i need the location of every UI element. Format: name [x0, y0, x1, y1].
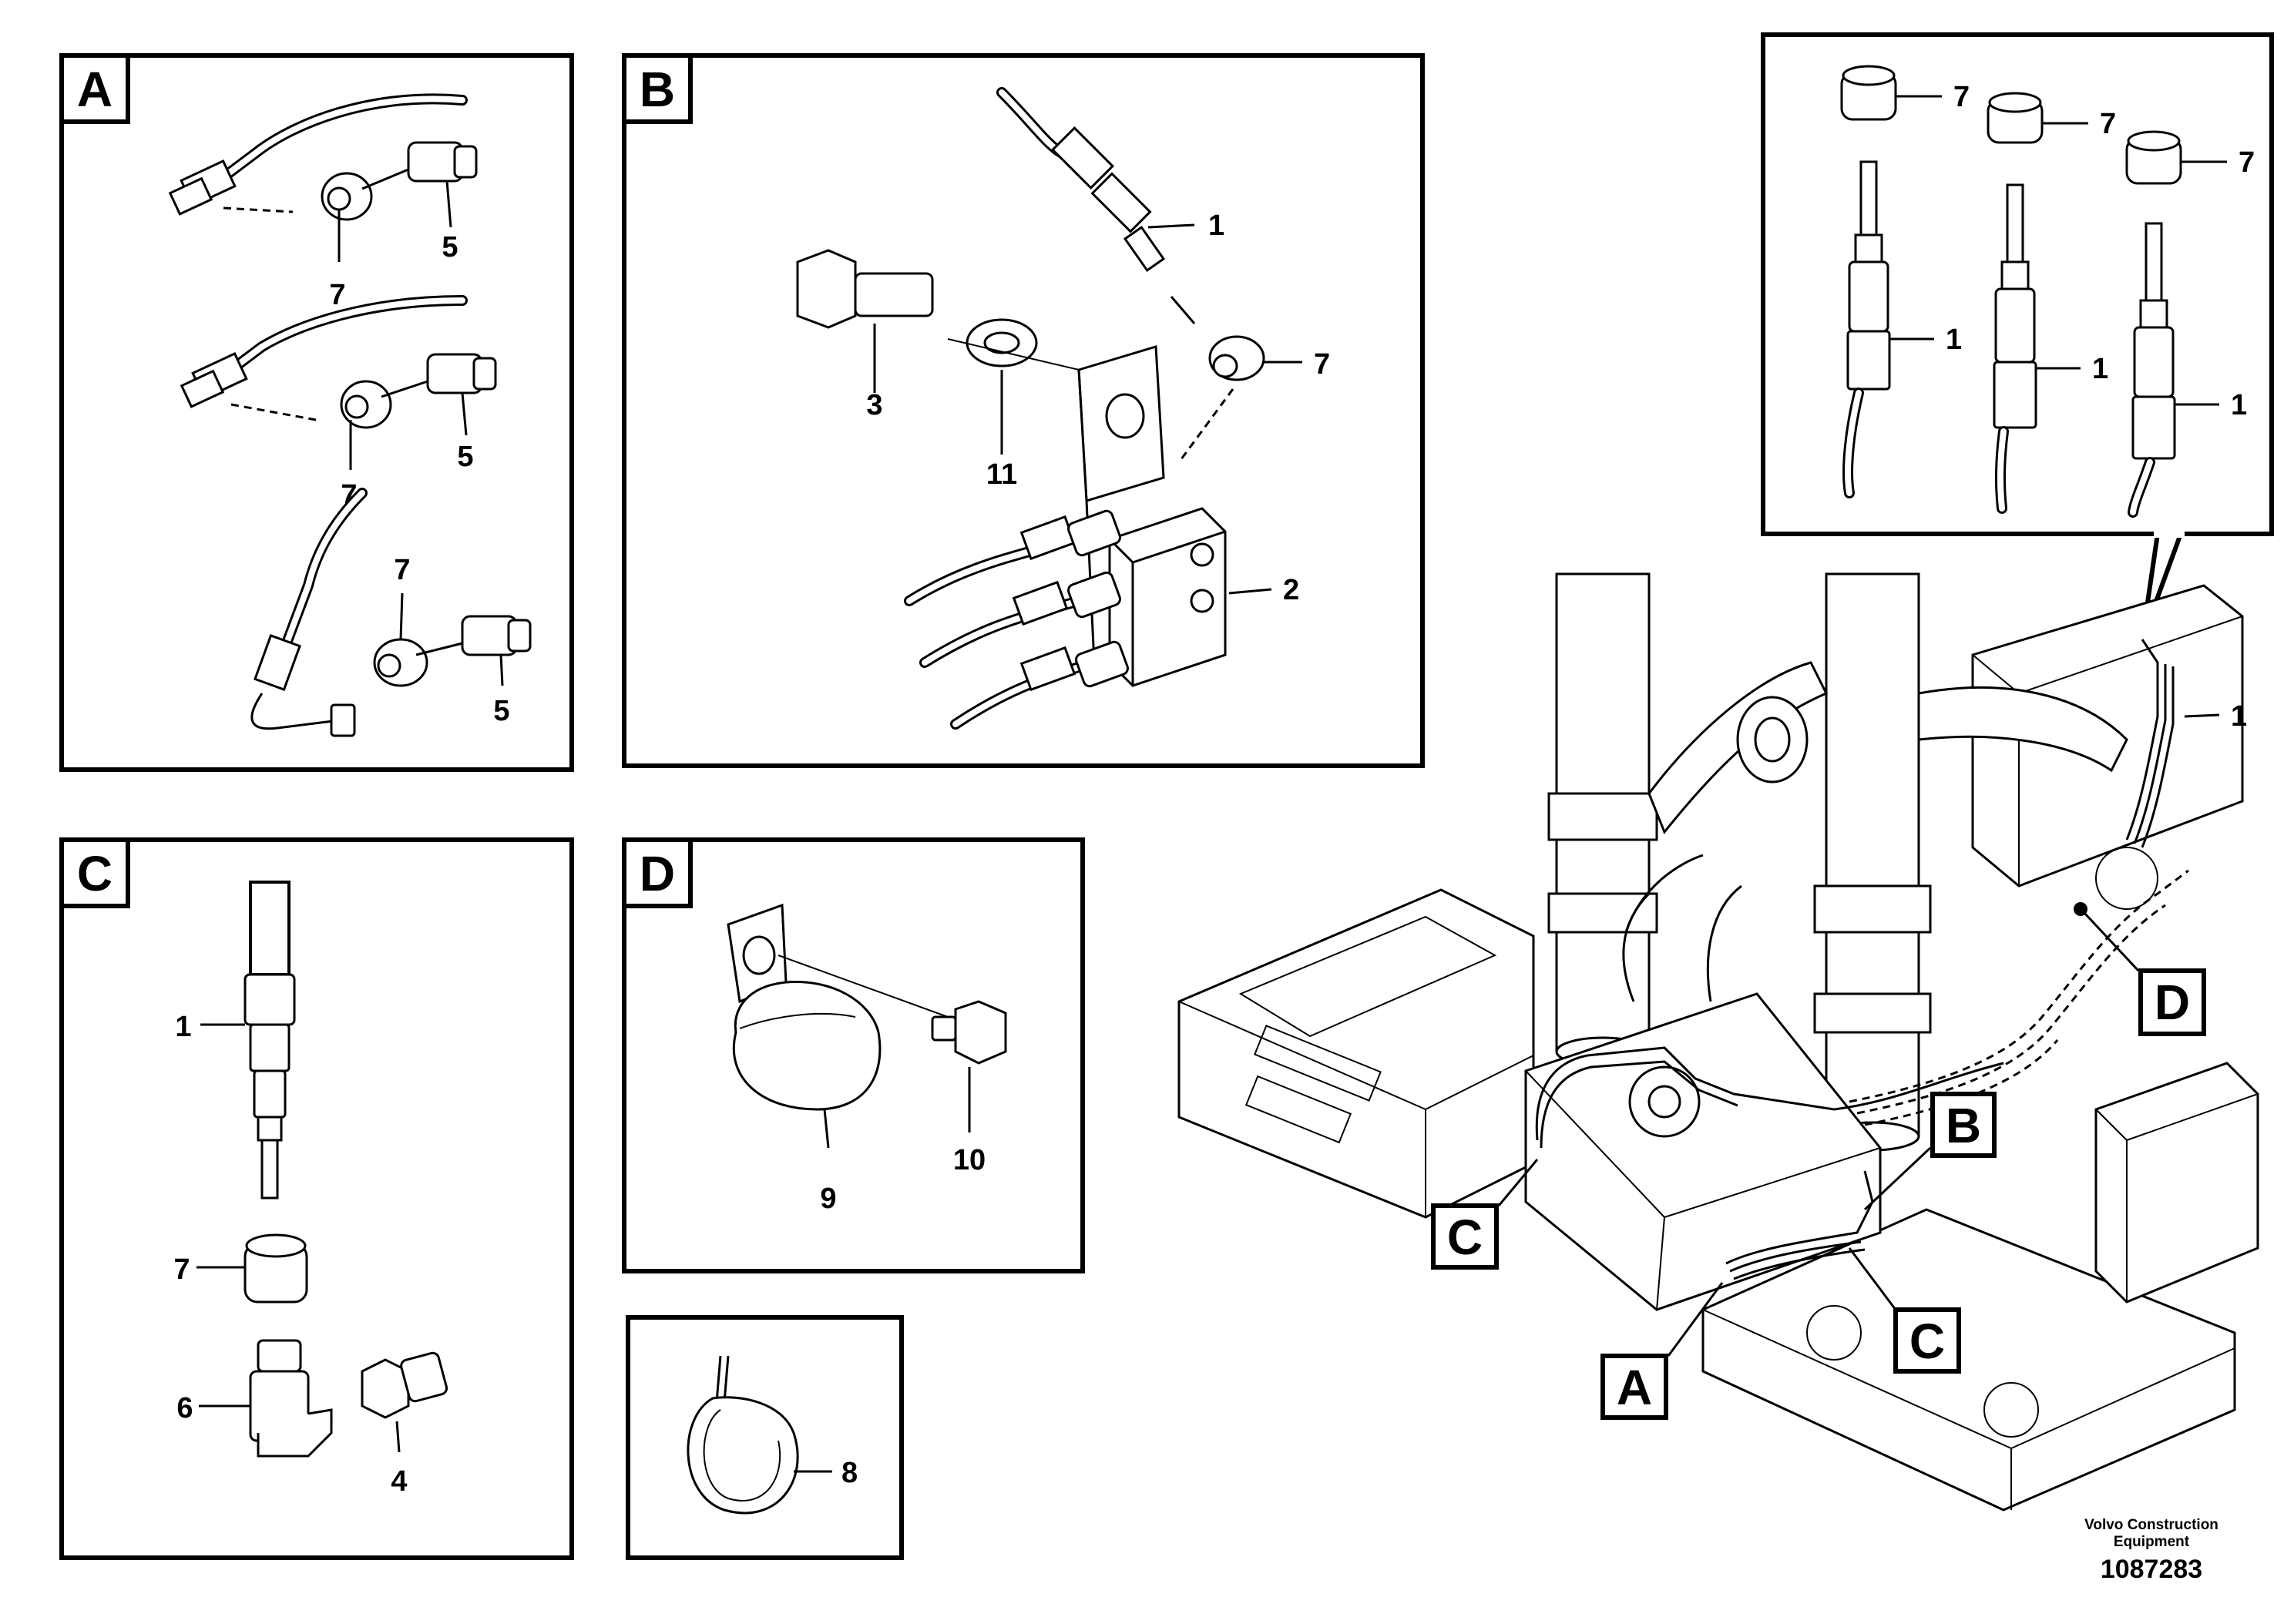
callout-detail-1-3: 1 — [2231, 389, 2247, 421]
credit-block: Volvo Construction Equipment 1087283 — [2084, 1517, 2218, 1584]
callout-a-5-3: 5 — [493, 695, 509, 727]
main-tag-d-label: D — [2155, 975, 2190, 1030]
panel-tie: 8 — [626, 1315, 904, 1560]
cylinder-right — [1813, 572, 1932, 1152]
valve-block-icon: 2 — [1108, 507, 1299, 687]
main-tag-b-label: B — [1946, 1098, 1981, 1153]
main-tag-c-left: C — [1431, 1159, 1539, 1270]
callout-detail-7-2: 7 — [2100, 108, 2116, 140]
credit-company-line2: Equipment — [2114, 1534, 2190, 1550]
panel-a-assembly-2: 7 5 — [180, 295, 497, 512]
adapter-icon: 4 — [361, 1351, 448, 1498]
panel-detail: 7 1 7 1 — [1761, 32, 2274, 641]
valve-hoses — [904, 509, 1129, 730]
panel-d: D 9 10 — [622, 837, 1085, 1273]
panel-c-frame — [59, 837, 574, 1560]
credit-company-line1: Volvo Construction — [2084, 1517, 2218, 1533]
swing-base — [1524, 992, 1882, 1311]
callout-detail-1-2: 1 — [2092, 353, 2108, 385]
main-tag-a: A — [1600, 1282, 1724, 1420]
callout-main-1: 1 — [2231, 700, 2247, 733]
frame-left — [1177, 888, 1535, 1219]
panel-a-assembly-1: 7 5 — [168, 93, 478, 311]
elbow-fitting-icon: 6 — [176, 1339, 333, 1458]
main-tag-d: D — [2083, 911, 2206, 1036]
panel-c-tag-box — [59, 837, 130, 908]
panel-d-tag: D — [640, 846, 675, 901]
panel-b-tag: B — [640, 62, 675, 117]
callout-b-2: 2 — [1283, 574, 1299, 606]
callout-detail-7-1: 7 — [1953, 81, 1970, 113]
panel-c: C 1 7 6 4 — [59, 837, 574, 1560]
frame-right — [1701, 1062, 2259, 1512]
panel-a: A 7 5 — [59, 53, 574, 772]
panel-b: B 1 3 11 — [622, 53, 1425, 768]
callout-a-7-3: 7 — [394, 554, 410, 586]
panel-a-tag: A — [77, 62, 113, 117]
callout-d-10: 10 — [953, 1144, 986, 1176]
panel-b-frame — [622, 53, 1425, 768]
bolt-icon: 3 — [796, 249, 934, 421]
detail-hose-2: 7 1 — [1987, 92, 2116, 514]
callout-detail-1-1: 1 — [1946, 324, 1962, 356]
detail-hose-3: 7 1 — [2125, 130, 2255, 518]
boom-arms — [1647, 661, 2128, 834]
hose-fitting-c: 1 — [175, 881, 296, 1200]
callout-a-5-1: 5 — [442, 231, 458, 263]
machine-view: 1 B C C A D — [1177, 572, 2259, 1512]
callout-b-11: 11 — [986, 458, 1017, 491]
panel-c-tag: C — [77, 846, 113, 901]
cap-icon: 7 — [1177, 335, 1330, 463]
panel-a-frame — [59, 53, 574, 772]
main-tag-c1-label: C — [1447, 1210, 1483, 1265]
detail-hose-1: 7 1 — [1840, 65, 1970, 498]
hydraulic-lines-dashed: 1 — [1849, 639, 2247, 1126]
panel-a-assembly-3: 7 5 — [250, 488, 532, 737]
hydraulic-lines — [1535, 854, 2004, 1280]
panel-a-tag-box — [59, 53, 130, 124]
panel-d-tag-box — [622, 837, 693, 908]
main-tag-a-label: A — [1617, 1360, 1652, 1415]
callout-b-3: 3 — [866, 389, 882, 421]
callout-b-7: 7 — [1314, 348, 1330, 381]
bolt-icon: 10 — [931, 1000, 1007, 1176]
callout-d-9: 9 — [820, 1183, 836, 1215]
main-tag-b: B — [1863, 1092, 1997, 1211]
cable-tie-icon: 8 — [687, 1355, 858, 1515]
callout-c-4: 4 — [391, 1465, 407, 1498]
callout-c-7: 7 — [173, 1253, 190, 1286]
cylinder-left — [1547, 572, 1658, 1067]
figure-number: 1087283 — [2101, 1555, 2202, 1584]
callout-c-6: 6 — [176, 1392, 193, 1424]
hose-assembly-b: 1 — [996, 87, 1224, 324]
callout-detail-7-3: 7 — [2239, 146, 2255, 179]
callout-a-7-1: 7 — [329, 279, 345, 311]
callout-b-1: 1 — [1208, 210, 1224, 242]
washer-icon: 11 — [966, 318, 1038, 491]
callout-a-5-2: 5 — [457, 441, 473, 473]
clamp-icon: 9 — [727, 903, 949, 1215]
main-tag-c2-label: C — [1909, 1314, 1945, 1369]
main-tag-c-right: C — [1848, 1247, 1961, 1374]
panel-b-tag-box — [622, 53, 693, 124]
callout-c-1: 1 — [175, 1011, 191, 1043]
cap-icon: 7 — [173, 1233, 308, 1304]
callout-tie-8: 8 — [841, 1457, 858, 1489]
